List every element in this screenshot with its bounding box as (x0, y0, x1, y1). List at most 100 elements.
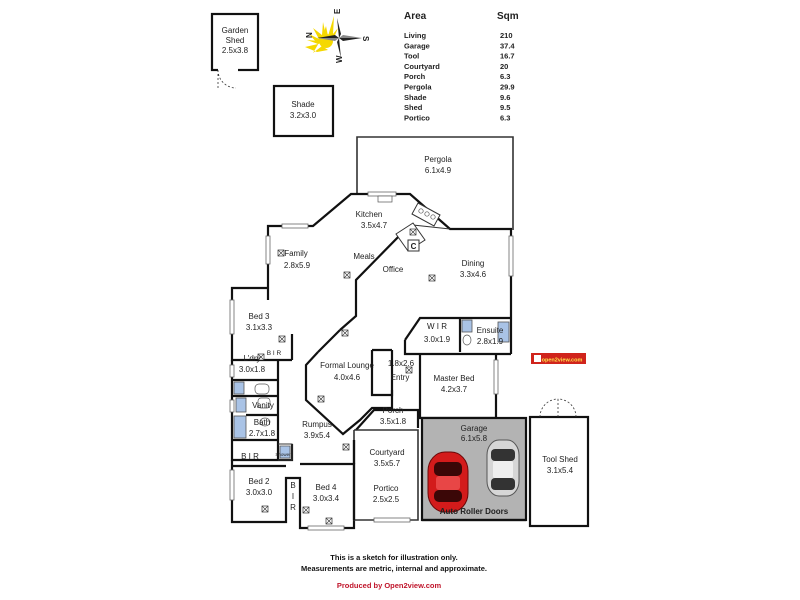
ceiling-fixture-cross-icon (341, 329, 349, 337)
portico-dims: 2.5x2.5 (373, 495, 400, 504)
pergola-dims: 6.1x4.9 (425, 166, 452, 175)
area-table-row-sqm: 29.9 (500, 83, 515, 92)
fridge-letter: C (411, 242, 417, 251)
ceiling-fixture-cross-icon (405, 366, 413, 374)
red-car-icon (427, 451, 469, 513)
master-bed-dims: 4.2x3.7 (441, 385, 468, 394)
compass-s: S (361, 36, 370, 42)
family-label: Family (284, 249, 308, 258)
garage-doors-label: Auto Roller Doors (440, 507, 509, 516)
ceiling-fixture-cross-icon (278, 335, 286, 343)
bir-vertical-b: B (290, 481, 295, 490)
bir-vertical-r: R (290, 503, 296, 512)
bath-label: Bath (254, 418, 270, 427)
garden-shed: Garden Shed 2.5x3.8 (210, 12, 260, 89)
courtyard-dims: 3.5x5.7 (374, 459, 401, 468)
compass-rose: N E S W (305, 8, 370, 63)
area-table-row-sqm: 37.4 (500, 41, 515, 50)
area-table-row-sqm: 6.3 (500, 113, 510, 122)
compass-w: W (335, 55, 344, 63)
area-table-row-name: Living (404, 31, 427, 40)
compass-n: N (305, 32, 314, 38)
garden-shed-label-2: Shed (226, 36, 245, 45)
bath-dims: 2.7x1.8 (249, 429, 276, 438)
area-table-row-name: Porch (404, 72, 426, 81)
master-bed-label: Master Bed (434, 374, 475, 383)
ceiling-fixture-cross-icon (317, 395, 325, 403)
rumpus-label: Rumpus (302, 420, 332, 429)
bed3-dims: 3.1x3.3 (246, 323, 273, 332)
fridge-icon (407, 239, 420, 252)
office-label: Office (383, 265, 404, 274)
garage: Garage 6.1x5.8 Auto Roller Doors (420, 416, 528, 522)
shade-dims: 3.2x3.0 (290, 111, 317, 120)
ceiling-fixture-cross-icon (342, 443, 350, 451)
laundry-label: L'dry (243, 354, 260, 363)
ceiling-fixture-cross-icon (302, 506, 310, 514)
courtyard-label: Courtyard (369, 448, 404, 457)
kitchen-fixtures: C (377, 195, 441, 252)
tool-shed-label: Tool Shed (542, 455, 578, 464)
kitchen-label: Kitchen (356, 210, 383, 219)
compass-arrow-icon (317, 18, 362, 58)
area-table-row-sqm: 9.5 (500, 103, 510, 112)
bed2-dims: 3.0x3.0 (246, 488, 273, 497)
laundry-dims: 3.0x1.8 (239, 365, 266, 374)
bed4-dims: 3.0x3.4 (313, 494, 340, 503)
disclaimer-line-2: Measurements are metric, internal and ap… (301, 564, 487, 573)
area-table-row-name: Tool (404, 52, 419, 61)
porch-dims: 3.5x1.8 (380, 417, 407, 426)
shower-label: Shower (275, 452, 291, 457)
pergola-label: Pergola (424, 155, 452, 164)
bed4-label: Bed 4 (316, 483, 337, 492)
bed3-bir-label: B I R (267, 350, 282, 357)
meals-label: Meals (353, 252, 374, 261)
portico-label: Portico (374, 484, 399, 493)
compass-e: E (333, 8, 342, 14)
area-table-row-sqm: 9.6 (500, 93, 510, 102)
area-table-header-area: Area (404, 11, 427, 22)
wir-dims: 3.0x1.9 (424, 335, 451, 344)
windows (229, 191, 514, 531)
area-table-row-name: Shed (404, 103, 423, 112)
area-table-row-sqm: 20 (500, 62, 508, 71)
garden-shed-label-1: Garden (222, 26, 249, 35)
bed2-label: Bed 2 (249, 477, 270, 486)
area-table-row-name: Garage (404, 41, 430, 50)
ceiling-fixture-cross-icon (325, 517, 333, 525)
ensuite-label: Ensuite (477, 326, 504, 335)
family-dims: 2.8x5.9 (284, 261, 311, 270)
wet-areas (233, 319, 510, 459)
ceiling-fixture-cross-icon (277, 249, 285, 257)
disclaimer-line-1: This is a sketch for illustration only. (330, 553, 457, 562)
produced-by: Produced by Open2view.com (337, 581, 442, 590)
entry-label: Entry (391, 373, 410, 382)
area-table-row-sqm: 6.3 (500, 72, 510, 81)
room-labels: Kitchen 3.5x4.7 Family 2.8x5.9 Meals Off… (239, 210, 578, 512)
bed2-bir-label: B I R (241, 452, 259, 461)
ceiling-fixture-cross-icon (343, 271, 351, 279)
wir-label: W I R (427, 322, 447, 331)
ceiling-fixture-cross-icon (428, 274, 436, 282)
area-table-row-sqm: 16.7 (500, 52, 515, 61)
tool-shed-dims: 3.1x5.4 (547, 466, 574, 475)
open2view-logo: open2view.com (531, 353, 586, 364)
area-table-row-name: Portico (404, 113, 430, 122)
area-table-header-sqm: Sqm (497, 11, 519, 22)
ceiling-fixture-cross-icon (261, 505, 269, 513)
ceiling-fixture-cross-icon (257, 353, 265, 361)
area-table-row-name: Pergola (404, 83, 432, 92)
ceiling-fixtures (257, 228, 436, 525)
formal-lounge-dims: 4.0x4.6 (334, 373, 361, 382)
area-table-row-name: Courtyard (404, 62, 440, 71)
shade-structure: Shade 3.2x3.0 (272, 84, 335, 138)
garage-label: Garage (461, 424, 488, 433)
ensuite-dims: 2.8x1.9 (477, 337, 504, 346)
kitchen-dims: 3.5x4.7 (361, 221, 388, 230)
silver-car-icon (486, 439, 520, 497)
area-table-row-sqm: 210 (500, 31, 513, 40)
area-table-row-name: Shade (404, 93, 427, 102)
dining-label: Dining (462, 259, 485, 268)
